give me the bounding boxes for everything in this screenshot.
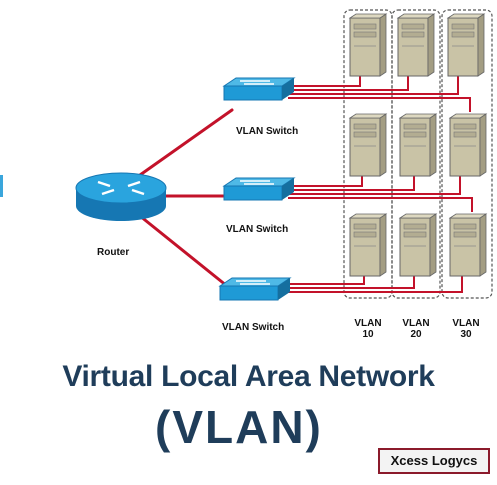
title-line-1: Virtual Local Area Network (62, 360, 435, 393)
vlan-10-group (343, 9, 393, 299)
switch-1-icon (222, 77, 296, 101)
server-links (284, 76, 473, 293)
switch-3-icon (218, 277, 292, 301)
router-label: Router (97, 247, 130, 258)
server-icon (449, 213, 487, 277)
switch-2-icon (222, 177, 296, 201)
router-icon (75, 172, 167, 221)
server-icon (349, 213, 387, 277)
server-icon (349, 113, 387, 177)
vlan-30-label: VLAN 30 (446, 318, 486, 340)
router-links (138, 108, 234, 292)
router-to-switch-3 (138, 214, 234, 292)
server-icon (399, 213, 437, 277)
vlan-20-label-line1: VLAN (402, 318, 430, 329)
vlan-10-label-line2: 10 (362, 329, 374, 340)
vlan-10-label: VLAN 10 (348, 318, 388, 340)
title-line-2: (VLAN) (155, 401, 323, 453)
edge-marker (0, 175, 3, 197)
vlan-10-label-line1: VLAN (354, 318, 382, 329)
server-icon (399, 113, 437, 177)
server-icon (397, 13, 435, 77)
brand-badge: Xcess Logycs (378, 448, 490, 474)
vlan-20-group (391, 9, 441, 299)
vlan-group-boxes (343, 9, 493, 299)
vlan-20-label: VLAN 20 (396, 318, 436, 340)
vlan-30-label-line1: VLAN (452, 318, 480, 329)
servers (349, 13, 487, 277)
router-to-switch-1 (138, 108, 234, 177)
switch-2-label: VLAN Switch (226, 224, 289, 235)
switch-3-label: VLAN Switch (222, 322, 285, 333)
vlan-30-label-line2: 30 (460, 329, 472, 340)
server-icon (449, 113, 487, 177)
server-icon (349, 13, 387, 77)
switch-1-label: VLAN Switch (236, 126, 299, 137)
server-icon (447, 13, 485, 77)
vlan-30-group (441, 9, 493, 299)
vlan-20-label-line2: 20 (410, 329, 422, 340)
